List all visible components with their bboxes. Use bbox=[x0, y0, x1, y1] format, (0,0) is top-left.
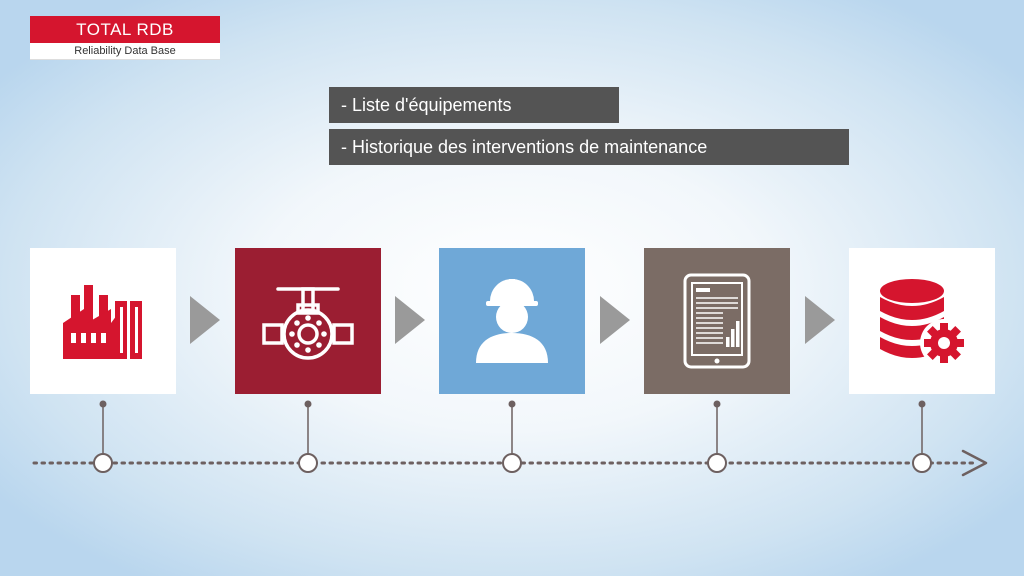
factory-icon bbox=[63, 285, 142, 359]
timeline-marker-2 bbox=[298, 400, 318, 473]
logo-title: TOTAL RDB bbox=[30, 16, 220, 43]
step-tile-valve bbox=[235, 248, 381, 394]
worker-helmet-icon bbox=[476, 279, 548, 363]
step-arrow-4 bbox=[805, 296, 835, 344]
timeline-marker-5 bbox=[912, 400, 932, 473]
step-tile-worker bbox=[439, 248, 585, 394]
database-gear-icon bbox=[880, 279, 968, 367]
step-tile-factory bbox=[30, 248, 176, 394]
step-tile-tablet bbox=[644, 248, 790, 394]
timeline-arrowhead bbox=[961, 449, 988, 477]
logo-subtitle: Reliability Data Base bbox=[30, 43, 220, 60]
timeline-line bbox=[32, 449, 988, 477]
timeline-marker-3 bbox=[502, 400, 522, 473]
tablet-report-icon bbox=[683, 273, 751, 369]
step-arrow-1 bbox=[190, 296, 220, 344]
timeline-marker-4 bbox=[707, 400, 727, 473]
valve-icon bbox=[262, 287, 354, 360]
step-tile-database bbox=[849, 248, 995, 394]
caption-equipment-list: - Liste d'équipements bbox=[329, 87, 619, 123]
step-arrow-3 bbox=[600, 296, 630, 344]
logo: TOTAL RDB Reliability Data Base bbox=[30, 16, 220, 60]
caption-maintenance-history: - Historique des interventions de mainte… bbox=[329, 129, 849, 165]
timeline-marker-1 bbox=[93, 400, 113, 473]
step-arrow-2 bbox=[395, 296, 425, 344]
